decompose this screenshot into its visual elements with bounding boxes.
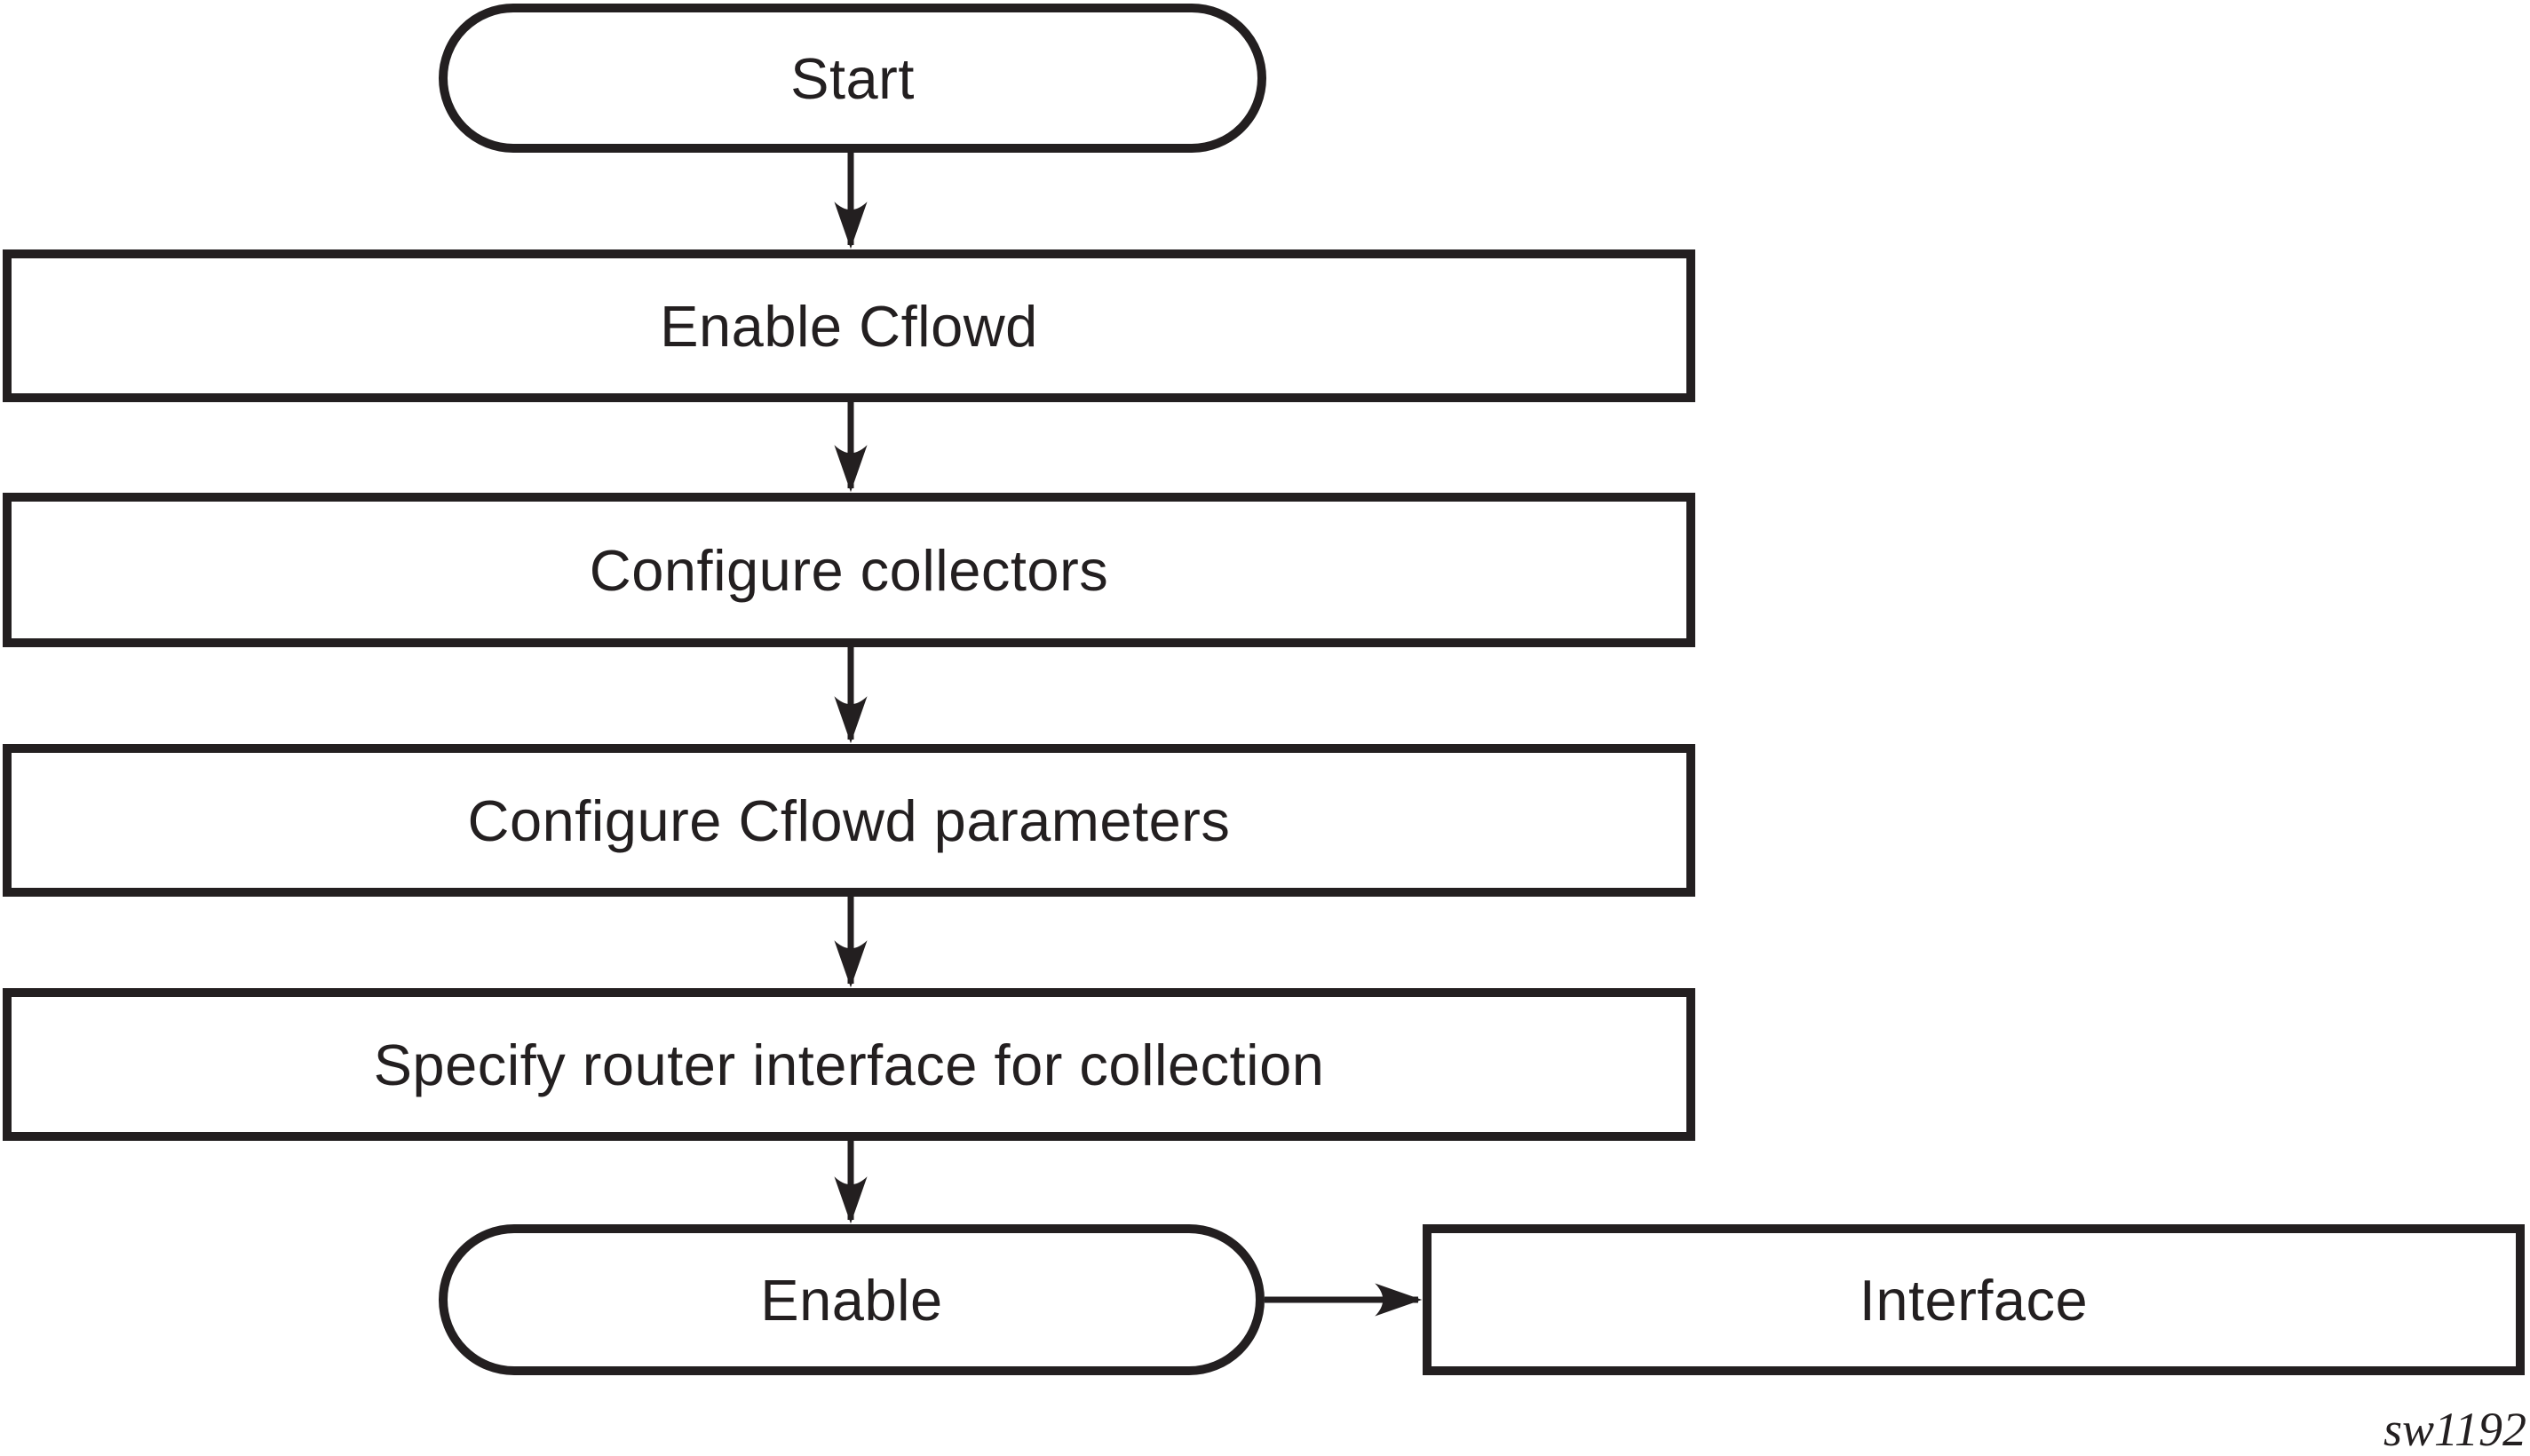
flowchart-node-start: Start (439, 4, 1266, 153)
flowchart-node-configure-collectors: Configure collectors (3, 493, 1695, 647)
flowchart-node-enable: Enable (439, 1224, 1265, 1375)
flowchart-node-configure-cflowd-parameters: Configure Cflowd parameters (3, 744, 1695, 897)
node-configure-cflowd-parameters-label: Configure Cflowd parameters (467, 787, 1231, 853)
node-configure-collectors-label: Configure collectors (589, 537, 1109, 603)
node-start-label: Start (790, 45, 915, 111)
flowchart-node-enable-cflowd: Enable Cflowd (3, 249, 1695, 402)
flowchart-node-interface: Interface (1423, 1224, 2525, 1375)
node-enable-cflowd-label: Enable Cflowd (660, 293, 1038, 359)
flowchart-node-specify-router-interface: Specify router interface for collection (3, 988, 1695, 1141)
figure-id-label: sw1192 (2383, 1403, 2526, 1456)
node-interface-label: Interface (1859, 1267, 2089, 1333)
node-specify-router-interface-label: Specify router interface for collection (373, 1032, 1325, 1097)
node-enable-label: Enable (760, 1267, 943, 1333)
